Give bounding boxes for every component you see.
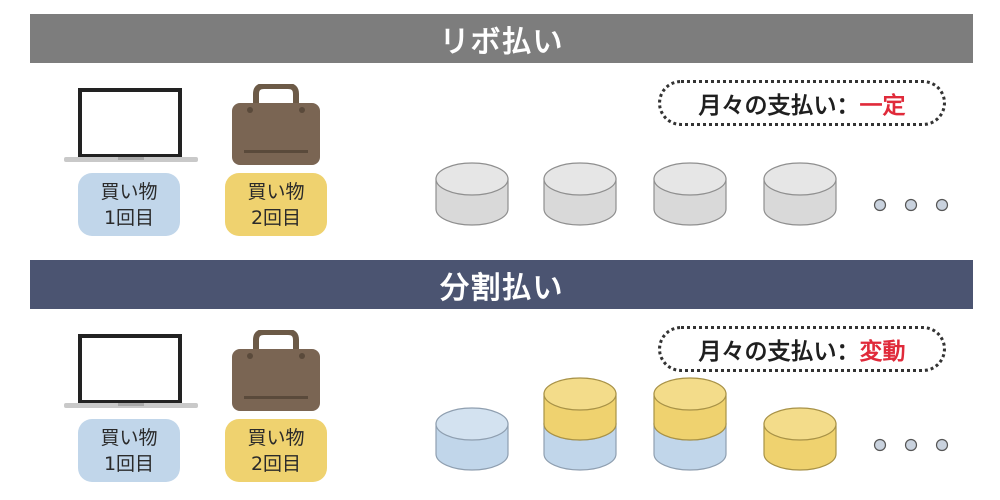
callout-prefix: 月々の支払い： [698,339,860,365]
purchase-label: 買い物 [247,426,305,449]
banner-title: 分割払い [439,270,564,306]
coin-blue [435,407,509,471]
coin-stack [763,407,837,471]
coin-stack [653,162,727,226]
coin-stack [543,377,617,471]
revolving-payment-banner: リボ払い [30,14,973,63]
purchase-label: 買い物 [100,180,158,203]
purchase-count: 1回目 [103,452,155,475]
coin-gray [543,162,617,226]
laptop-icon [64,88,198,162]
ellipsis-dot [935,438,949,452]
ellipsis-dot [904,438,918,452]
coin-stack [435,162,509,226]
coin-stack [435,407,509,471]
coin-yellow [653,377,727,441]
coin-yellow [763,407,837,471]
purchase-count: 1回目 [103,206,155,229]
purchase-2-pill: 買い物 2回目 [225,173,327,236]
bag-icon [232,84,320,165]
ellipsis-dot [873,438,887,452]
callout-value: 変動 [859,339,906,365]
ellipsis-dot [935,198,949,212]
purchase-count: 2回目 [250,452,302,475]
purchase-label: 買い物 [100,426,158,449]
purchase-1-pill: 買い物 1回目 [78,173,180,236]
callout-value: 一定 [859,93,906,119]
banner-title: リボ払い [439,24,564,60]
callout-prefix: 月々の支払い： [698,93,860,119]
purchase-1-pill: 買い物 1回目 [78,419,180,482]
purchase-count: 2回目 [250,206,302,229]
ellipsis-dot [904,198,918,212]
coin-gray [435,162,509,226]
purchase-2-pill: 買い物 2回目 [225,419,327,482]
bag-icon [232,330,320,411]
coin-stack [653,377,727,471]
coin-stack [543,162,617,226]
monthly-payment-callout: 月々の支払い：変動 [658,326,946,372]
coin-gray [653,162,727,226]
coin-gray [763,162,837,226]
ellipsis-dot [873,198,887,212]
coin-stack [763,162,837,226]
laptop-icon [64,334,198,408]
coin-yellow [543,377,617,441]
purchase-label: 買い物 [247,180,305,203]
installment-payment-banner: 分割払い [30,260,973,309]
monthly-payment-callout: 月々の支払い：一定 [658,80,946,126]
